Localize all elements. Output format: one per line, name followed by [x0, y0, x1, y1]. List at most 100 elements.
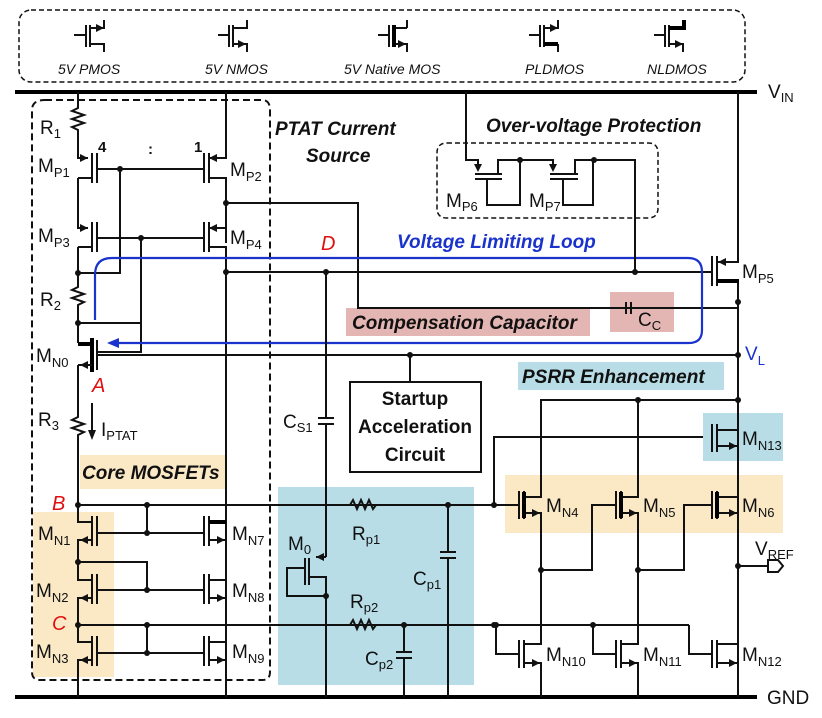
startup-label-line2: Acceleration [358, 417, 472, 438]
mp7-transistor [550, 159, 594, 206]
ovp-title: Over-voltage Protection [486, 116, 701, 137]
mn11-label: MN11 [643, 645, 682, 669]
mn8-label: MN8 [232, 581, 264, 605]
ptat-title-line2: Source [306, 146, 371, 167]
startup-label-line1: Startup [382, 389, 449, 410]
mp2-label: MP2 [230, 160, 262, 184]
mn6-label: MN6 [742, 496, 774, 520]
node-a-label: A [91, 375, 105, 397]
r2-label: R2 [40, 290, 61, 313]
legend-pmos-icon [74, 20, 105, 52]
mn0-transistor [77, 323, 740, 405]
cc-highlight [610, 292, 674, 332]
mp3-gate-line [97, 238, 142, 353]
mn1-transistor [77, 505, 204, 562]
startup-acceleration-circuit-box [349, 381, 482, 473]
ratio-sep: : [148, 141, 153, 158]
mn13-gate-wire [493, 436, 703, 505]
mn7-label: MN7 [232, 524, 264, 548]
device-legend-box [18, 9, 746, 83]
mp3-transistor [77, 212, 204, 273]
ratio-left: 4 [98, 139, 107, 156]
r3-resistor [68, 405, 88, 512]
voltage-limiting-loop-path[interactable] [93, 256, 704, 345]
cs1-capacitor [318, 272, 334, 557]
mn9-transistor [203, 636, 226, 666]
legend-nldmos-label: NLDMOS [647, 61, 708, 77]
mp1-gate-to-r2 [78, 169, 121, 274]
rp1-label: Rp1 [352, 524, 380, 547]
mp3-label: MP3 [38, 226, 70, 250]
r1-resistor [68, 92, 88, 159]
node-b-label: B [52, 493, 65, 515]
mn10-transistor [518, 570, 542, 697]
iptat-label: IPTAT [101, 420, 138, 443]
legend-pldmos-label: PLDMOS [525, 61, 585, 77]
startup-label-line3: Circuit [385, 445, 446, 466]
mp5-transistor [711, 92, 739, 697]
cc-capacitor [625, 302, 632, 314]
mn2-label: MN2 [36, 581, 68, 605]
legend-native-mos-icon [378, 20, 408, 52]
psrr-label-bg [518, 362, 724, 390]
mn4-label: MN4 [546, 496, 578, 520]
gnd-label: GND [767, 688, 809, 709]
psrr-label: PSRR Enhancement [522, 367, 705, 388]
mp4-label: MP4 [230, 228, 262, 252]
mp6-transistor [475, 159, 521, 206]
mp1-transistor [77, 153, 120, 212]
legend-nmos-icon [218, 20, 248, 52]
mp5-label: MP5 [742, 262, 774, 286]
mn0-label: MN0 [36, 346, 68, 370]
legend-native-label: 5V Native MOS [344, 61, 441, 77]
rp2-label: Rp2 [350, 592, 378, 615]
rp2-resistor [349, 617, 377, 632]
ovp-region [436, 142, 659, 219]
mn13-transistor [711, 424, 739, 490]
ptat-region [31, 99, 271, 681]
core-mosfets-highlight-right [505, 475, 783, 533]
mn13-label: MN13 [742, 429, 782, 453]
core-mosfets-label-bg [80, 455, 226, 489]
ptat-title-line1: PTAT Current [275, 119, 396, 140]
comp-label-bg [346, 308, 590, 336]
legend-nldmos-icon [654, 20, 686, 52]
mn1-label: MN1 [38, 524, 70, 548]
r1-label: R1 [40, 118, 61, 141]
core-mosfets-label: Core MOSFETs [82, 463, 220, 484]
mn3-label: MN3 [36, 642, 68, 666]
mn11-transistor [615, 570, 639, 697]
psrr-top-wire [540, 399, 738, 490]
mp2-transistor [203, 92, 227, 243]
cp1-label: Cp1 [413, 569, 441, 592]
loop-arrow-icon [107, 338, 119, 348]
mp4-transistor [203, 222, 227, 697]
mn12-transistor [711, 640, 739, 697]
node-d-label: D [321, 233, 335, 255]
legend-pldmos-icon [529, 20, 559, 52]
ratio-right: 1 [194, 139, 202, 156]
cp2-capacitor [396, 625, 412, 697]
m0-label: M0 [288, 534, 311, 557]
ovp-input-wire [465, 92, 479, 170]
mn9-label: MN9 [232, 642, 264, 666]
vref-output-port[interactable] [738, 559, 785, 573]
vref-label: VREF [755, 539, 794, 562]
rp1-resistor [349, 497, 377, 512]
mp6-label: MP6 [446, 191, 478, 214]
mn5-label: MN5 [643, 496, 675, 520]
mn2-transistor [77, 562, 204, 625]
filter-block-highlight [278, 487, 474, 685]
legend-pmos-label: 5V PMOS [58, 61, 121, 77]
mn3-transistor [77, 625, 204, 697]
voltage-limiting-loop-label: Voltage Limiting Loop [397, 232, 596, 253]
mp7-label: MP7 [529, 191, 561, 214]
cc-label: CC [638, 310, 661, 333]
cp2-label: Cp2 [365, 649, 393, 672]
cs1-label: CS1 [283, 412, 313, 435]
mn8-transistor [203, 574, 226, 604]
mp1-label: MP1 [38, 156, 70, 180]
mp2-drain-to-cc [226, 202, 738, 309]
node-c-label: C [52, 613, 67, 635]
